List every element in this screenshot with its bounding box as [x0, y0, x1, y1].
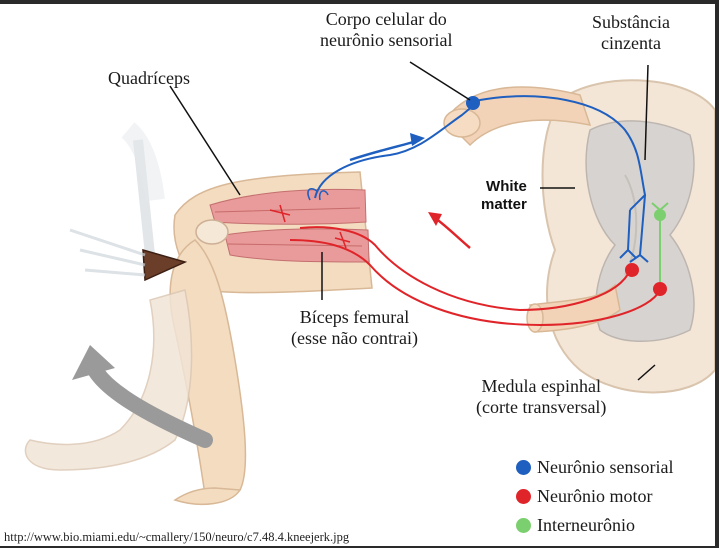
motor-arrowhead [428, 212, 442, 226]
source-url: http://www.bio.miami.edu/~cmallery/150/n… [4, 530, 350, 544]
label-biceps: Bíceps femural (esse não contrai) [291, 307, 418, 348]
label-white-matter: White matter [481, 178, 527, 213]
sensory-arrowhead [410, 133, 425, 146]
leg-kick-arrowhead [72, 345, 115, 380]
leg-kick-arrow [87, 362, 213, 448]
legend-item-motor: Neurônio motor [516, 482, 673, 511]
legend-label: Neurônio motor [537, 486, 653, 506]
label-sensory-cell-body: Corpo celular do neurônio sensorial [320, 9, 453, 50]
label-quadriceps: Quadríceps [108, 68, 190, 88]
legend-item-sensory: Neurônio sensorial [516, 453, 673, 482]
reflex-hammer [69, 122, 188, 282]
legend-item-interneuron: Interneurônio [516, 511, 673, 540]
legend-label: Neurônio sensorial [537, 457, 674, 477]
label-spinal-cord: Medula espinhal (corte transversal) [476, 376, 607, 417]
legend: Neurônio sensorial Neurônio motor Intern… [516, 453, 673, 540]
bottom-border [0, 546, 719, 548]
lower-leg [24, 239, 247, 506]
dorsal-root-ganglion [443, 86, 592, 147]
legend-dot-sensory [516, 460, 531, 475]
legend-dot-interneuron [516, 518, 531, 533]
legend-dot-motor [516, 489, 531, 504]
label-gray-matter: Substância cinzenta [592, 12, 670, 53]
legend-label: Interneurônio [537, 515, 635, 535]
right-border [715, 0, 719, 548]
top-border [0, 0, 719, 4]
kneecap [195, 219, 229, 245]
motor-neuron [269, 204, 667, 327]
motor-direction-arrow [434, 216, 471, 249]
leader-lines [169, 61, 656, 381]
interneuron [651, 202, 669, 282]
